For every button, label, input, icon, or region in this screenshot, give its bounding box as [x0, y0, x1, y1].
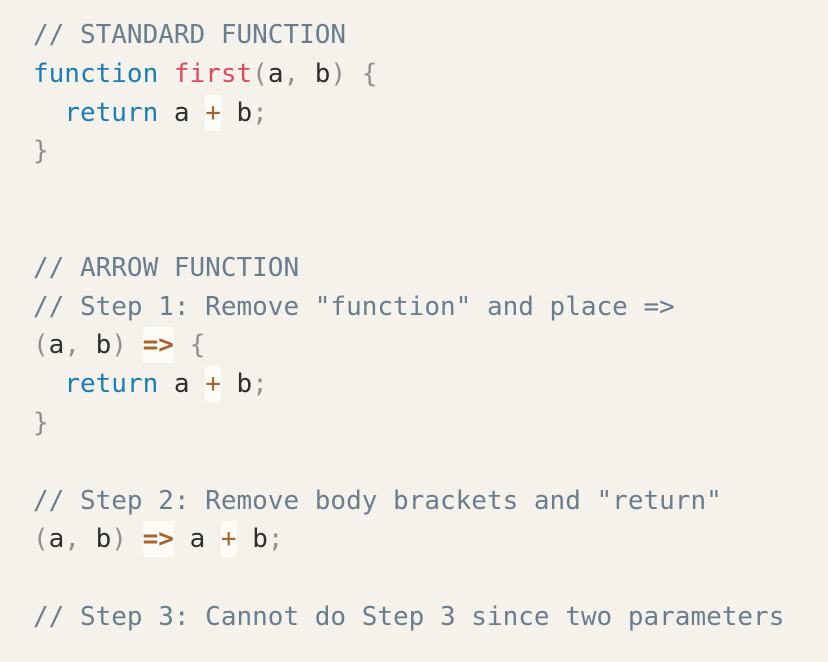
- code-line: (a, b) => a + b;: [33, 520, 818, 559]
- whitespace-token: [174, 524, 190, 554]
- variable-token: a: [48, 330, 65, 361]
- code-line: // Step 3: Cannot do Step 3 since two pa…: [33, 598, 818, 637]
- whitespace-token: [221, 369, 237, 399]
- comment-token: // Step 2: Remove body brackets and "ret…: [33, 485, 722, 516]
- whitespace-token: [33, 369, 64, 399]
- keyword-token: return: [64, 97, 159, 128]
- punctuation-token: {: [361, 58, 378, 89]
- operator-token: +: [205, 366, 221, 403]
- punctuation-token: ,: [283, 58, 315, 89]
- blank-code-line: [33, 171, 818, 210]
- variable-token: b: [314, 58, 331, 89]
- comment-token: // STANDARD FUNCTION: [33, 20, 347, 50]
- punctuation-token: ;: [252, 369, 268, 400]
- whitespace-token: [205, 524, 221, 554]
- code-line: (a, b) => {: [33, 326, 818, 365]
- punctuation-token: }: [33, 136, 49, 167]
- punctuation-token: (: [33, 524, 49, 555]
- punctuation-token: (: [252, 58, 268, 89]
- whitespace-token: [158, 369, 174, 399]
- variable-token: a: [267, 58, 284, 89]
- whitespace-token: [33, 98, 64, 128]
- code-line: }: [33, 132, 818, 171]
- comment-token: // Step 3: Cannot do Step 3 since two pa…: [33, 601, 785, 632]
- variable-token: b: [236, 97, 253, 128]
- whitespace-token: [174, 330, 190, 360]
- variable-token: b: [95, 524, 112, 555]
- variable-token: b: [95, 330, 112, 361]
- punctuation-token: ;: [252, 97, 268, 128]
- punctuation-token: (: [33, 330, 49, 361]
- whitespace-token: [158, 59, 174, 89]
- whitespace-token: [190, 98, 206, 128]
- whitespace-token: [158, 98, 174, 128]
- operator-token: +: [220, 521, 237, 558]
- variable-token: a: [173, 369, 190, 400]
- blank-code-line: [33, 210, 818, 249]
- whitespace-token: [221, 98, 237, 128]
- whitespace-token: [190, 369, 206, 399]
- variable-token: b: [236, 369, 253, 400]
- punctuation-token: ): [111, 330, 127, 361]
- comment-token: // ARROW FUNCTION: [33, 252, 300, 283]
- code-line: // Step 2: Remove body brackets and "ret…: [33, 482, 818, 521]
- code-line: return a + b;: [33, 365, 818, 404]
- punctuation-token: ): [111, 524, 127, 555]
- blank-code-line: [33, 559, 818, 598]
- punctuation-token: }: [33, 407, 49, 438]
- variable-token: a: [189, 524, 206, 555]
- arrow-operator-token: =>: [142, 521, 174, 558]
- variable-token: b: [252, 524, 268, 555]
- variable-token: a: [173, 97, 190, 128]
- comment-token: // Step 1: Remove "function" and place =…: [33, 291, 675, 322]
- whitespace-token: [127, 330, 143, 360]
- punctuation-token: ): [330, 58, 347, 89]
- whitespace-token: [237, 524, 253, 554]
- punctuation-token: ;: [267, 524, 284, 555]
- blank-code-line: [33, 443, 818, 482]
- punctuation-token: ,: [64, 330, 96, 361]
- keyword-token: function: [33, 58, 159, 89]
- code-line: // STANDARD FUNCTION: [33, 16, 818, 55]
- punctuation-token: ,: [64, 524, 96, 555]
- whitespace-token: [127, 524, 143, 554]
- punctuation-token: {: [189, 330, 206, 361]
- code-line: function first(a, b) {: [33, 55, 818, 94]
- keyword-token: return: [64, 369, 159, 400]
- code-line: return a + b;: [33, 94, 818, 133]
- code-line: // ARROW FUNCTION: [33, 249, 818, 288]
- code-line: // Step 1: Remove "function" and place =…: [33, 288, 818, 327]
- variable-token: a: [48, 524, 65, 555]
- arrow-operator-token: =>: [142, 327, 174, 364]
- code-line: }: [33, 404, 818, 443]
- whitespace-token: [346, 59, 362, 89]
- function-name-token: first: [173, 58, 253, 89]
- operator-token: +: [205, 94, 221, 131]
